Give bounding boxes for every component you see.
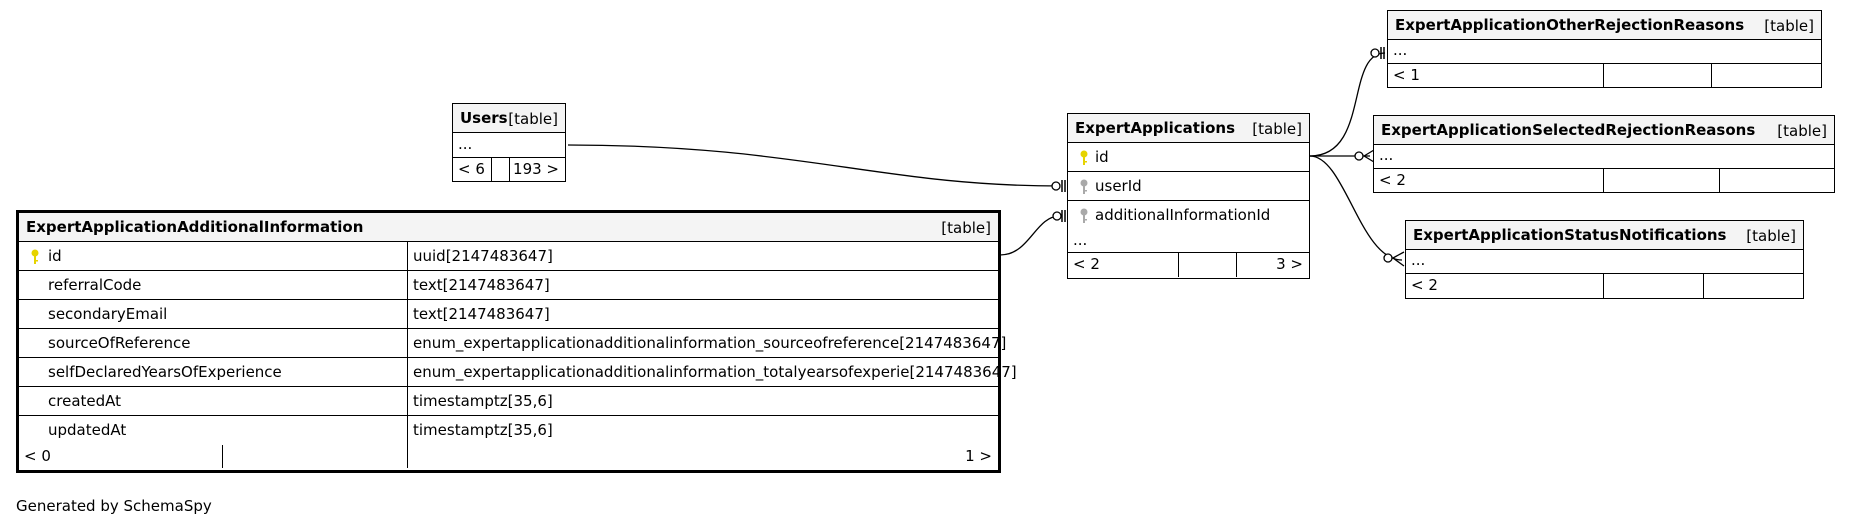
stats-row: < 2 (1374, 169, 1834, 192)
children-count[interactable]: < 6 (458, 160, 485, 178)
children-count[interactable]: < 2 (1073, 255, 1100, 273)
stats-row: < 2 (1406, 274, 1803, 298)
table-tag: [table] (508, 110, 558, 128)
column-type: timestamptz[35,6] (413, 421, 553, 439)
children-count[interactable]: < 0 (24, 447, 51, 465)
ellipsis: ... (458, 135, 473, 153)
foreign-key-icon (1079, 179, 1089, 195)
table-header: ExpertApplicationAdditionalInformation [… (19, 213, 998, 242)
edge-additional-to-applications (999, 215, 1061, 256)
edge-optional-marker (1370, 48, 1380, 58)
table-header: Users [table] (453, 104, 565, 133)
column-type: enum_expertapplicationadditionalinformat… (413, 334, 1007, 352)
column-type: enum_expertapplicationadditionalinformat… (413, 363, 1017, 381)
table-name: ExpertApplicationSelectedRejectionReason… (1381, 121, 1756, 139)
table-expert-application-status-notifications[interactable]: ExpertApplicationStatusNotifications [ta… (1405, 220, 1804, 299)
primary-key-icon (1079, 150, 1089, 166)
table-expert-application-additional-information[interactable]: ExpertApplicationAdditionalInformation [… (16, 210, 1017, 473)
ellipsis: ... (1379, 146, 1394, 164)
table-header: ExpertApplications [table] (1068, 114, 1309, 143)
table-header: ExpertApplicationSelectedRejectionReason… (1374, 116, 1834, 145)
column-row: selfDeclaredYearsOfExperience enum_expert… (19, 358, 1017, 387)
edge-optional-marker (1354, 151, 1364, 161)
parents-count[interactable]: 3 > (1276, 255, 1303, 273)
column-type: timestamptz[35,6] (413, 392, 553, 410)
table-tag: [table] (941, 219, 991, 237)
column-type: text[2147483647] (413, 305, 550, 323)
column-row: updatedAt timestamptz[35,6] (19, 416, 998, 445)
footer-generated-by: Generated by SchemaSpy (16, 497, 212, 515)
table-header: ExpertApplicationStatusNotifications [ta… (1406, 221, 1803, 250)
foreign-key-icon (1079, 208, 1089, 224)
children-count[interactable]: < 2 (1379, 171, 1406, 189)
column-name[interactable]: referralCode (48, 276, 142, 294)
column-row: secondaryEmail text[2147483647] (19, 300, 998, 329)
table-name: ExpertApplications (1075, 119, 1236, 137)
ellipsis: ... (1073, 231, 1088, 249)
ellipsis-row: ... (453, 133, 565, 158)
ellipsis: ... (1393, 41, 1408, 59)
column-row: createdAt timestamptz[35,6] (19, 387, 998, 416)
table-tag: [table] (1777, 122, 1827, 140)
column-row: id (1068, 143, 1309, 172)
edge-applications-to-other-rejection (1309, 52, 1386, 157)
stats-row: < 2 3 > (1068, 253, 1309, 277)
table-expert-application-other-rejection-reasons[interactable]: ExpertApplicationOtherRejectionReasons [… (1387, 10, 1822, 88)
primary-key-icon (30, 249, 40, 265)
table-tag: [table] (1764, 17, 1814, 35)
column-name[interactable]: createdAt (48, 392, 122, 410)
column-name[interactable]: updatedAt (48, 421, 127, 439)
table-expert-applications[interactable]: ExpertApplications [table] id userId addit… (1067, 113, 1310, 279)
edge-optional-marker (1383, 253, 1393, 263)
stats-row: < 1 (1388, 64, 1821, 87)
column-row: sourceOfReference enum_expertapplicationa… (19, 329, 1006, 358)
column-name[interactable]: id (48, 247, 62, 265)
edge-optional-marker (1052, 211, 1062, 221)
column-type: text[2147483647] (413, 276, 550, 294)
column-row: referralCode text[2147483647] (19, 271, 998, 300)
column-name[interactable]: additionalInformationId (1095, 206, 1271, 224)
column-name[interactable]: sourceOfReference (48, 334, 191, 352)
table-name: Users (460, 109, 508, 127)
column-name[interactable]: id (1095, 148, 1109, 166)
table-expert-application-selected-rejection-reasons[interactable]: ExpertApplicationSelectedRejectionReason… (1373, 115, 1835, 193)
table-name: ExpertApplicationStatusNotifications (1413, 226, 1727, 244)
column-name[interactable]: userId (1095, 177, 1142, 195)
ellipsis-row: ... (1068, 230, 1309, 253)
table-name: ExpertApplicationOtherRejectionReasons (1395, 16, 1745, 34)
column-name[interactable]: secondaryEmail (48, 305, 168, 323)
edge-users-to-applications (567, 144, 1061, 187)
children-count[interactable]: < 2 (1411, 276, 1438, 294)
parents-count[interactable]: 1 > (965, 447, 992, 465)
stats-row: < 6 193 > (453, 158, 565, 181)
column-name[interactable]: selfDeclaredYearsOfExperience (48, 363, 282, 381)
table-tag: [table] (1746, 227, 1796, 245)
stats-row: < 0 1 > (19, 445, 998, 468)
table-header: ExpertApplicationOtherRejectionReasons [… (1388, 11, 1821, 40)
column-row: userId (1068, 172, 1309, 201)
column-row: id uuid[2147483647] (19, 242, 998, 271)
table-tag: [table] (1252, 120, 1302, 138)
table-users[interactable]: Users [table] ... < 6 193 > (452, 103, 566, 182)
ellipsis-row: ... (1374, 145, 1834, 169)
edge-optional-marker (1051, 181, 1061, 191)
children-count[interactable]: < 1 (1393, 66, 1420, 84)
ellipsis-row: ... (1406, 250, 1803, 274)
ellipsis-row: ... (1388, 40, 1821, 64)
parents-count[interactable]: 193 > (513, 160, 559, 178)
column-type: uuid[2147483647] (413, 247, 553, 265)
table-name: ExpertApplicationAdditionalInformation (26, 218, 364, 236)
ellipsis: ... (1411, 251, 1426, 269)
column-row: additionalInformationId (1068, 201, 1309, 230)
